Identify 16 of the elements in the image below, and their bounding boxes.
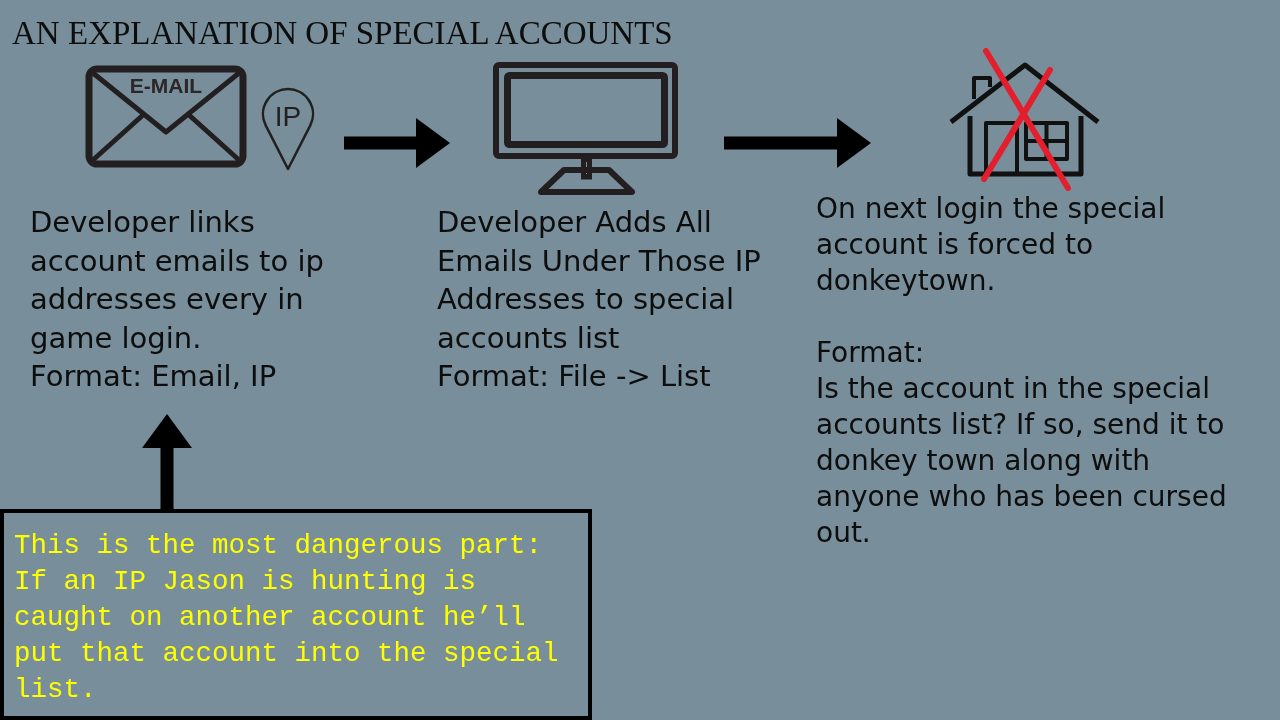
arrow — [344, 118, 450, 168]
format-description: Is the account in the special accounts list? If so, send it to donkey town along with anyone who has been cursed out. — [816, 371, 1228, 551]
warning-text: If an IP Jason is hunting is caught on another account he’ll put that account into the special list. — [14, 565, 560, 707]
format-heading: Format: — [816, 335, 926, 371]
step-description: Developer Adds All Emails Under Those IP Addresses to special accounts list — [437, 204, 762, 357]
arrow — [142, 414, 192, 509]
pin-label: IP — [274, 103, 302, 131]
diagram-title: AN EXPLANATION OF SPECIAL ACCOUNTS — [12, 14, 673, 53]
step-description: Developer links account emails to ip addresses every in game login. — [30, 204, 325, 357]
envelope-label: E-MAIL — [129, 74, 203, 98]
warning-text: This is the most dangerous part: — [14, 529, 544, 563]
arrow — [724, 118, 871, 168]
format-note: Format: File -> List — [437, 358, 712, 395]
format-note: Format: Email, IP — [30, 358, 278, 395]
callout-box — [0, 509, 592, 720]
step-description: On next login the special account is forced to donkeytown. — [816, 191, 1167, 299]
